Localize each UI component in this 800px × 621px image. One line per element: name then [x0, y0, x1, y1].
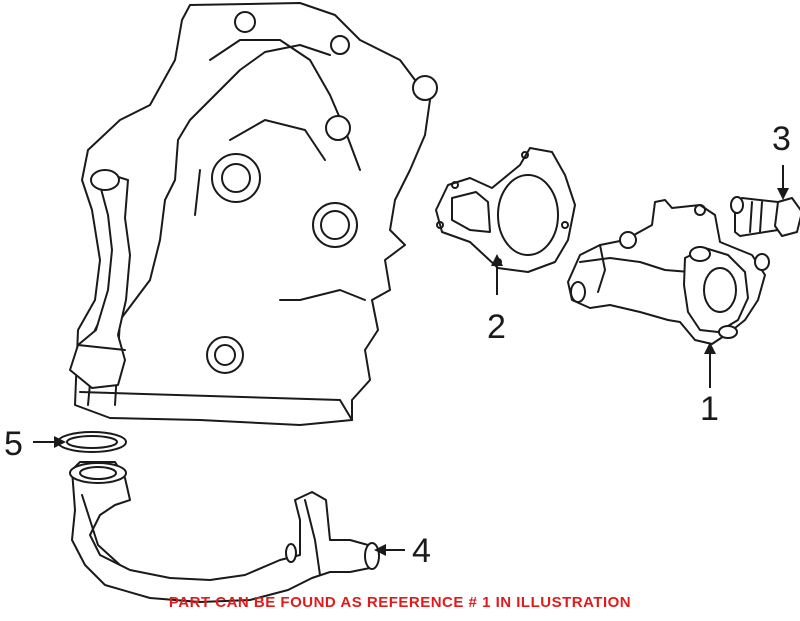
leader-4	[374, 544, 405, 556]
o-ring-part-5	[57, 431, 127, 453]
water-pump-part-1	[567, 199, 770, 345]
leader-3	[777, 165, 789, 200]
gasket-part-2	[435, 147, 576, 273]
coolant-pipe-part-4	[69, 461, 380, 603]
reference-note: PART CAN BE FOUND AS REFERENCE # 1 IN IL…	[168, 594, 632, 611]
callout-5: 5	[4, 425, 23, 463]
callout-4: 4	[412, 532, 431, 570]
timing-cover	[69, 2, 438, 426]
callout-3: 3	[772, 120, 791, 158]
callout-1: 1	[700, 390, 719, 428]
bolt-part-3	[730, 196, 800, 237]
leader-1	[704, 342, 716, 388]
callout-2: 2	[487, 308, 506, 346]
leader-2	[491, 254, 503, 295]
leader-5	[33, 436, 66, 448]
